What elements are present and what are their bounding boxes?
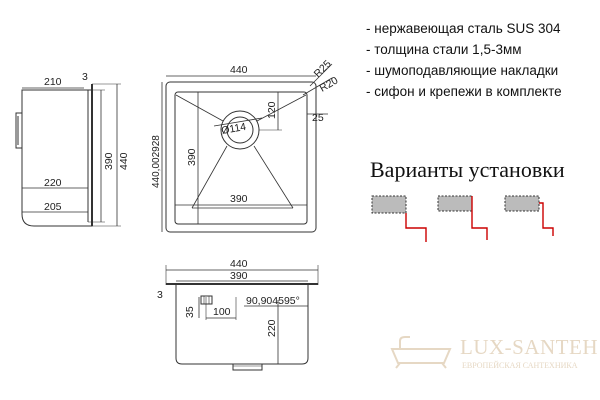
- variants-heading: Варианты установки: [370, 157, 565, 182]
- feature-item: - сифон и крепежи в комплекте: [366, 84, 562, 99]
- top-dim-label-440-v: 440,002928: [151, 135, 162, 188]
- top-dim-label-25: 25: [312, 112, 324, 124]
- top-dim-label-d114: Ø114: [220, 121, 247, 137]
- top-view-leader-r25: [309, 63, 333, 87]
- variant-overmount: [371, 195, 427, 242]
- side-view-drain: [15, 112, 22, 149]
- section-view-overflow-slot: [200, 295, 213, 305]
- top-dim-label-390-h: 390: [230, 193, 248, 205]
- variant-flush: [437, 195, 488, 240]
- feature-item: - толщина стали 1,5-3мм: [366, 42, 522, 57]
- side-dim-label-440: 440: [118, 152, 130, 170]
- top-view-outer-rim: [165, 81, 317, 233]
- section-view-drain: [232, 364, 263, 371]
- section-dim-label-angle: 90,904595°: [246, 295, 300, 307]
- section-dim-label-100: 100: [213, 306, 231, 318]
- features-list: - нержавеющая сталь SUS 304 - толщина ст…: [366, 18, 562, 102]
- feature-item: - нержавеющая сталь SUS 304: [366, 21, 561, 36]
- side-dim-label-210: 210: [44, 76, 62, 88]
- side-dim-label-220: 220: [44, 177, 62, 189]
- installation-variants: [371, 195, 554, 242]
- variant-undermount: [504, 195, 554, 236]
- section-dim-label-3: 3: [157, 289, 163, 301]
- top-dim-label-120: 120: [266, 101, 278, 119]
- section-view: [165, 265, 319, 371]
- top-view-leader-d114: [213, 117, 263, 127]
- top-view-drain-inner: [226, 116, 254, 144]
- top-dim-label-440: 440: [230, 64, 248, 76]
- brand-subtitle: ЕВРОПЕЙСКАЯ САНТЕХНИКА: [462, 361, 578, 370]
- top-view-leader-r20: [302, 77, 333, 96]
- side-view-bowl-outline: [21, 89, 93, 227]
- side-dim-label-390: 390: [103, 152, 115, 170]
- brand-logo: LUX-SANTEH ЕВРОПЕЙСКАЯ САНТЕХНИКА: [384, 331, 597, 381]
- side-dim-label-205: 205: [44, 201, 62, 213]
- section-dim-label-35: 35: [184, 306, 196, 318]
- brand-name: LUX-SANTEH: [460, 335, 598, 359]
- side-view: [15, 83, 121, 227]
- feature-item: - шумоподавляющие накладки: [366, 63, 559, 78]
- top-view-bowl: [174, 91, 308, 225]
- bathtub-icon: [390, 336, 452, 369]
- top-view: [161, 63, 333, 233]
- top-dim-label-390-v: 390: [186, 148, 198, 166]
- side-dim-label-3: 3: [82, 71, 88, 83]
- section-view-bowl: [175, 285, 309, 365]
- section-dim-label-220: 220: [266, 319, 278, 337]
- section-dim-label-390: 390: [230, 270, 248, 282]
- section-dim-label-440: 440: [230, 258, 248, 270]
